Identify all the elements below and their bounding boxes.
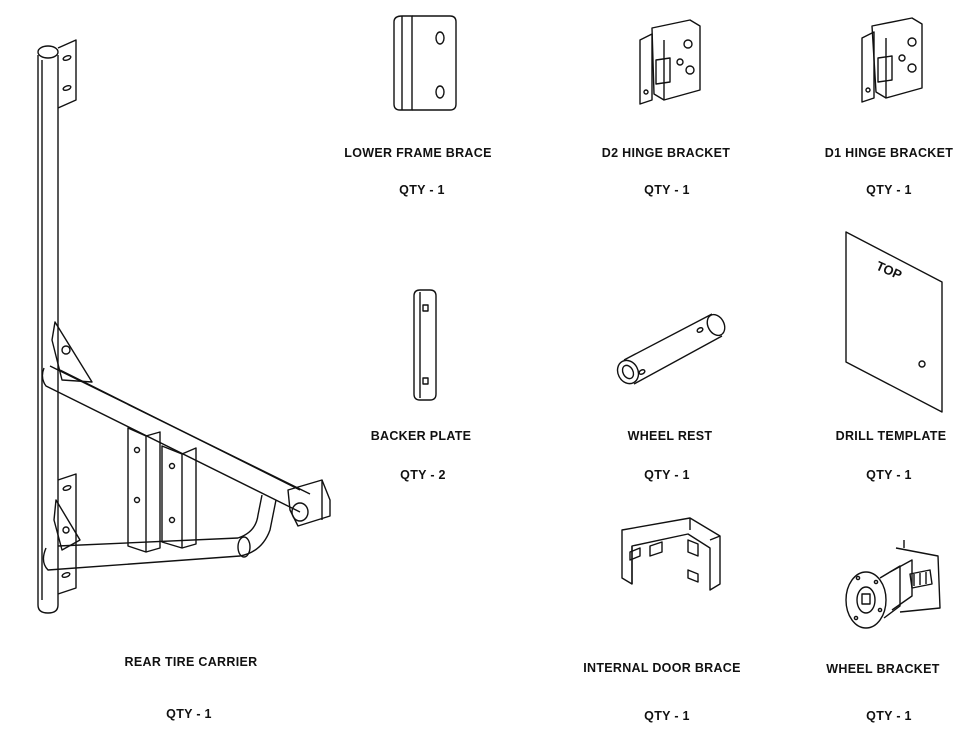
drill-template-qty: QTY - 1: [866, 468, 912, 482]
d2-hinge-bracket-label: D2 HINGE BRACKET: [601, 146, 731, 160]
d2-hinge-bracket-qty: QTY - 1: [644, 183, 690, 197]
d1-hinge-bracket-label: D1 HINGE BRACKET: [824, 146, 954, 160]
internal-door-brace-qty: QTY - 1: [644, 709, 690, 723]
wheel-bracket-label: WHEEL BRACKET: [826, 662, 940, 676]
rear-tire-carrier-label: REAR TIRE CARRIER: [124, 655, 258, 669]
backer-plate-qty: QTY - 2: [400, 468, 446, 482]
d1-hinge-bracket-qty: QTY - 1: [866, 183, 912, 197]
lower-frame-brace-label: LOWER FRAME BRACE: [344, 146, 492, 160]
drill-template-label: DRILL TEMPLATE: [835, 429, 947, 443]
wheel-rest-label: WHEEL REST: [627, 429, 713, 443]
backer-plate-label: BACKER PLATE: [370, 429, 472, 443]
wheel-rest-qty: QTY - 1: [644, 468, 690, 482]
wheel-bracket-qty: QTY - 1: [866, 709, 912, 723]
rear-tire-carrier-qty: QTY - 1: [166, 707, 212, 721]
internal-door-brace-label: INTERNAL DOOR BRACE: [583, 661, 741, 675]
lower-frame-brace-qty: QTY - 1: [399, 183, 445, 197]
